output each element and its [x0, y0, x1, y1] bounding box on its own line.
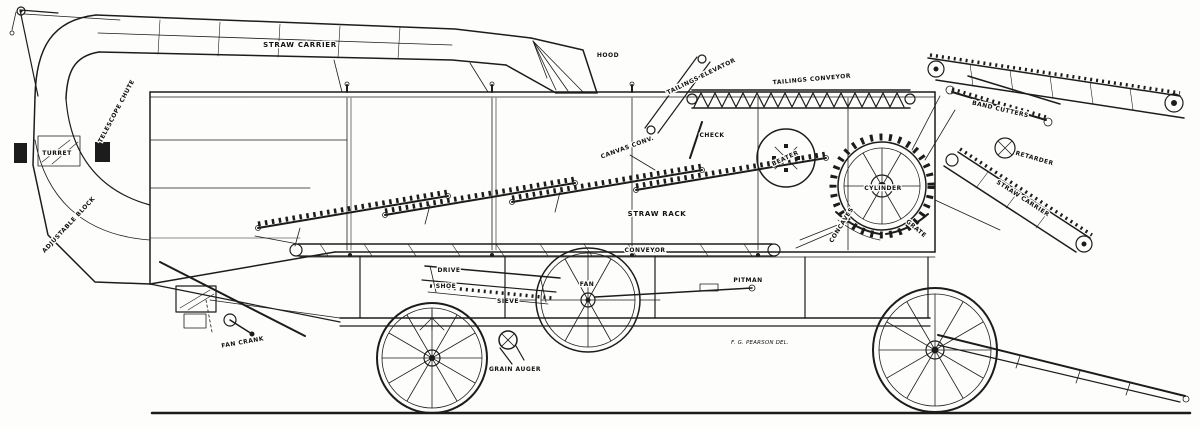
- label-pitman: PITMAN: [733, 277, 762, 284]
- grain-conveyor: CONVEYOR: [254, 235, 781, 257]
- shoe-sieves: DRIVE SHOE SIEVE: [421, 265, 561, 306]
- undercarriage: [149, 256, 931, 331]
- label-grain-auger: GRAIN AUGER: [489, 366, 541, 373]
- label-straw-carrier-top: STRAW CARRIER: [263, 41, 337, 49]
- stacker-housing: TURRET ADJUSTABLE BLOCK TELESCOPE CHUTE: [14, 77, 151, 285]
- turret-box: [37, 135, 81, 167]
- self-feeder: BAND CUTTERS RETARDER STRAW CARRIER: [911, 53, 1185, 253]
- artist-signature: F. G. PEARSON DEL.: [730, 339, 790, 348]
- straw-carrier-chute: STRAW CARRIER: [34, 14, 532, 100]
- crank-wheel-icon: [223, 313, 237, 327]
- pitman-arm: PITMAN: [594, 276, 763, 298]
- hood: HOOD: [505, 37, 620, 94]
- label-drive: DRIVE: [437, 267, 460, 274]
- bagger-crank: FAN CRANK: [159, 261, 306, 351]
- fan-wheel: FAN: [519, 247, 661, 353]
- label-telescope-chute: TELESCOPE CHUTE: [97, 79, 136, 145]
- canvas-conveyor: CANVAS CONV.: [599, 133, 656, 171]
- label-conveyor: CONVEYOR: [624, 247, 665, 254]
- rear-wheel: [872, 287, 998, 413]
- label-straw-carrier-feeder: STRAW CARRIER: [995, 179, 1051, 219]
- label-tailings-conveyor: TAILINGS CONVEYOR: [772, 73, 851, 87]
- separator-body: [149, 81, 936, 285]
- label-turret: TURRET: [42, 150, 72, 157]
- label-sieve: SIEVE: [497, 298, 519, 305]
- tongue: [937, 334, 1190, 403]
- retarder-drum-icon: [994, 137, 1016, 159]
- label-check: CHECK: [699, 132, 724, 139]
- cylinder-wheel: CYLINDER: [829, 133, 935, 239]
- label-shoe: SHOE: [436, 283, 457, 290]
- label-fan: FAN: [580, 281, 595, 288]
- label-fan-crank: FAN CRANK: [221, 335, 265, 349]
- grain-auger: GRAIN AUGER: [488, 330, 542, 374]
- front-wheel: [376, 302, 488, 414]
- beater-detail: BEATER: [756, 128, 816, 188]
- mast-pulley-icon: [16, 6, 26, 16]
- label-hood: HOOD: [597, 52, 619, 59]
- label-band-cutters: BAND CUTTERS: [971, 100, 1029, 120]
- concaves-grate: CONCAVES GRATE: [795, 205, 929, 249]
- check-board: CHECK: [689, 121, 725, 159]
- label-adjustable-block: ADJUSTABLE BLOCK: [41, 195, 97, 254]
- label-canvas-conveyor: CANVAS CONV.: [600, 135, 655, 161]
- signature-text: F. G. PEARSON DEL.: [731, 340, 789, 346]
- label-cylinder: CYLINDER: [864, 185, 902, 192]
- label-retarder: RETARDER: [1015, 150, 1055, 168]
- tailings-conveyor: TAILINGS CONVEYOR: [686, 71, 916, 109]
- label-straw-rack: STRAW RACK: [628, 210, 687, 218]
- counterweight-block-icon: [14, 143, 27, 163]
- straw-rack: STRAW RACK: [255, 151, 829, 247]
- stacker-mast: [9, 6, 121, 97]
- counterweight-block-icon: [95, 142, 110, 162]
